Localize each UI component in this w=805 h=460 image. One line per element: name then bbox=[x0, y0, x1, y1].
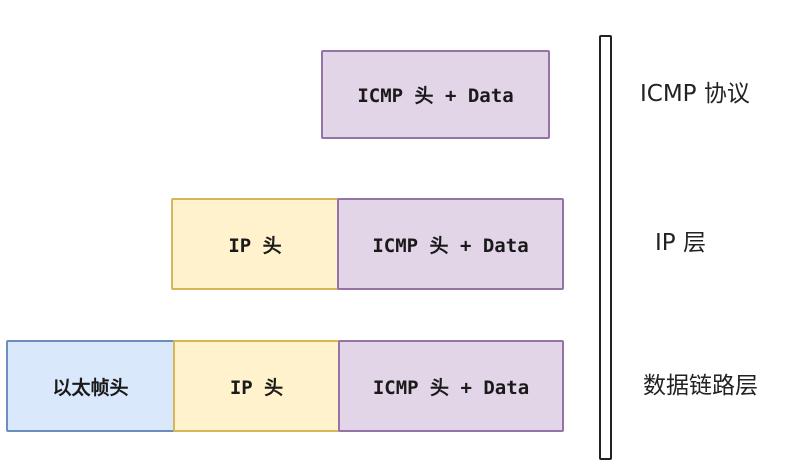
icmp-header-data-box: ICMP 头 + Data bbox=[321, 50, 550, 139]
ip-header-box: IP 头 bbox=[173, 340, 340, 432]
ethernet-header-label: 以太帧头 bbox=[52, 376, 129, 399]
layer-label-icmp: ICMP 协议 bbox=[640, 81, 750, 107]
icmp-header-data-label: ICMP 头 + Data bbox=[372, 376, 530, 399]
icmp-header-data-box: ICMP 头 + Data bbox=[337, 198, 564, 290]
ip-header-label: IP 头 bbox=[229, 376, 284, 399]
layer-label-ip: IP 层 bbox=[655, 230, 706, 256]
ethernet-header-box: 以太帧头 bbox=[6, 340, 175, 432]
ip-header-box: IP 头 bbox=[171, 198, 339, 290]
ip-header-label: IP 头 bbox=[228, 234, 282, 257]
icmp-header-data-box: ICMP 头 + Data bbox=[338, 340, 564, 432]
layer-label-data-link: 数据链路层 bbox=[643, 373, 758, 399]
layer-divider bbox=[599, 35, 612, 460]
icmp-header-data-label: ICMP 头 + Data bbox=[372, 234, 529, 257]
icmp-header-data-label: ICMP 头 + Data bbox=[357, 85, 514, 107]
